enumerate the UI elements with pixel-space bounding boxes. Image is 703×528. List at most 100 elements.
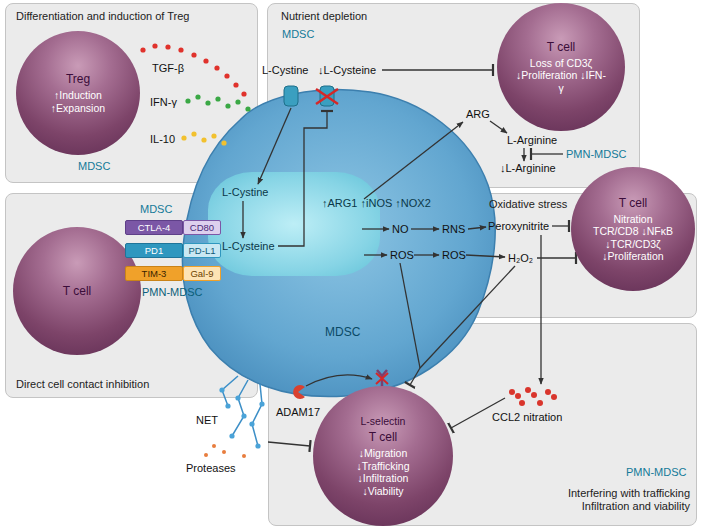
receptor-box: PD-L1 — [183, 243, 221, 258]
cell-effect: ↑Induction ↑Expansion — [42, 89, 114, 114]
text-slot: ↑ARG1 ↑iNOS ↑NOX2 — [322, 190, 431, 216]
molecule-label: IFN-γ — [150, 96, 177, 109]
label-slot: PMN-MDSC — [626, 466, 687, 479]
label-slot: ARG — [466, 108, 490, 121]
receptor-label: L-selectin — [361, 415, 406, 428]
net-bead — [229, 433, 234, 438]
receptor-box: TIM-3 — [125, 266, 183, 281]
molecule-label: NO — [392, 223, 409, 236]
molecule-label: ↓L-Arginine — [500, 162, 556, 175]
cell-name: MDSC — [325, 325, 360, 339]
panel-title: Oxidative stress — [489, 198, 584, 211]
label-slot: ↓L-Cysteine — [318, 64, 376, 77]
cell-name: T cell — [369, 430, 397, 444]
molecule-label: NET — [196, 414, 218, 427]
text-slot: L-Cystine — [222, 186, 268, 199]
label-slot: RNS — [442, 223, 465, 236]
molecule-label: IL-10 — [150, 133, 175, 146]
text-slot: Nutrient depletion — [281, 10, 481, 23]
molecule-label: ADAM17 — [276, 406, 320, 419]
molecule-label: H₂O₂ — [508, 252, 533, 265]
molecule-label: ARG — [466, 108, 490, 121]
label-slot: MDSC — [282, 28, 314, 41]
label-slot: L-Arginine — [507, 134, 557, 147]
receptor-label: Gal-9 — [190, 268, 213, 279]
receptor-label: PD-L1 — [189, 245, 216, 256]
label-slot: PMN-MDSC — [566, 148, 627, 161]
text-slot: MDSC — [325, 325, 360, 339]
label-slot: IFN-γ — [150, 96, 177, 109]
molecule-label: L-Cysteine — [222, 240, 275, 253]
molecule-label: RNS — [442, 223, 465, 236]
receptor-box: CD80 — [183, 220, 221, 235]
cell-type-label: MDSC — [78, 160, 110, 173]
panel-title: Nutrient depletion — [281, 10, 481, 23]
cell-name: T cell — [547, 40, 575, 54]
panel-title: Direct cell contact inhibition — [16, 378, 251, 391]
molecule-label: L-Arginine — [507, 134, 557, 147]
net-bead — [225, 403, 230, 408]
panel-title: Differentiation and induction of Treg — [16, 10, 251, 23]
cell-type-label: MDSC — [282, 28, 314, 41]
receptor-label: CD80 — [190, 222, 214, 233]
label-slot: L-Cystine — [262, 64, 308, 77]
net-bead — [241, 413, 246, 418]
cell-type-label: PMN-MDSC — [566, 148, 627, 161]
text-slot: Oxidative stress — [489, 198, 584, 211]
treg-cell: Treg ↑Induction ↑Expansion — [16, 31, 140, 155]
cell-name: Treg — [66, 72, 90, 86]
molecule-label: TGF-β — [152, 62, 184, 75]
text-slot: Differentiation and induction of Treg — [16, 10, 251, 23]
receptor-label: CTLA-4 — [138, 222, 171, 233]
cell-type-label: PMN-MDSC — [626, 466, 687, 479]
molecule-label: ↓L-Cysteine — [318, 64, 376, 77]
molecule-label: L-Cystine — [222, 186, 268, 199]
net-bead — [255, 443, 260, 448]
t-cell: L-selectin T cell ↓Migration ↓Trafficking … — [313, 386, 453, 526]
protease-dot — [212, 444, 216, 448]
cell-effect: Loss of CD3ζ ↓Proliferation ↓IFN-γ — [516, 57, 606, 95]
text-slot: L-Cysteine — [222, 240, 275, 253]
cell-name: T cell — [63, 284, 91, 298]
receptor-label: PD1 — [145, 245, 163, 256]
molecule-label: ROS — [442, 249, 466, 262]
protease-dot — [204, 453, 208, 457]
molecule-label: CCL2 nitration — [492, 411, 562, 424]
mdsc-nucleus: L-CystineL-Cysteine↑ARG1 ↑iNOS ↑NOX2 — [208, 172, 380, 276]
enzyme-list: ↑ARG1 ↑iNOS ↑NOX2 — [322, 190, 431, 216]
receptor-box: CTLA-4 — [125, 220, 183, 235]
label-slot: Peroxynitrite — [488, 220, 549, 233]
label-slot: NET — [196, 414, 218, 427]
net-bead — [249, 421, 254, 426]
cell-type-label: PMN-MDSC — [142, 286, 203, 299]
molecule-label: L-Cystine — [262, 64, 308, 77]
panel-title: Interfering with trafficking Infiltratio… — [530, 487, 690, 513]
cell-name: T cell — [619, 196, 647, 210]
t-cell: T cellNitration TCR/CD8 ↓NFκB ↓TCR/CD3ζ … — [571, 167, 695, 291]
text-slot: Interfering with trafficking Infiltratio… — [530, 487, 690, 513]
label-slot: ROS — [442, 249, 466, 262]
label-slot: ADAM17 — [276, 406, 320, 419]
mdsc-outline — [182, 90, 495, 397]
cell-effect: ↓Migration ↓Trafficking ↓Infiltration ↓V… — [347, 447, 419, 497]
protease-dot — [242, 454, 246, 458]
protease-dot — [204, 444, 246, 458]
label-slot: PMN-MDSC — [142, 286, 203, 299]
molecule-label: ROS — [390, 249, 414, 262]
label-slot: ROS — [390, 249, 414, 262]
receptor-box: PD1 — [125, 243, 183, 258]
label-slot: TGF-β — [152, 62, 184, 75]
label-slot: MDSC — [78, 160, 110, 173]
label-slot: CCL2 nitration — [492, 411, 562, 424]
molecule-label: Peroxynitrite — [488, 220, 549, 233]
label-slot: NO — [392, 223, 409, 236]
label-slot: MDSC — [140, 203, 172, 216]
label-slot: H₂O₂ — [508, 252, 533, 265]
receptor-label: TIM-3 — [142, 268, 167, 279]
t-cell: T cellLoss of CD3ζ ↓Proliferation ↓IFN-γ — [497, 3, 625, 131]
t-cell: T cell — [13, 227, 141, 355]
label-slot: Proteases — [186, 462, 236, 475]
label-slot: IL-10 — [150, 133, 175, 146]
text-slot: Direct cell contact inhibition — [16, 378, 251, 391]
net-bead — [259, 401, 264, 406]
